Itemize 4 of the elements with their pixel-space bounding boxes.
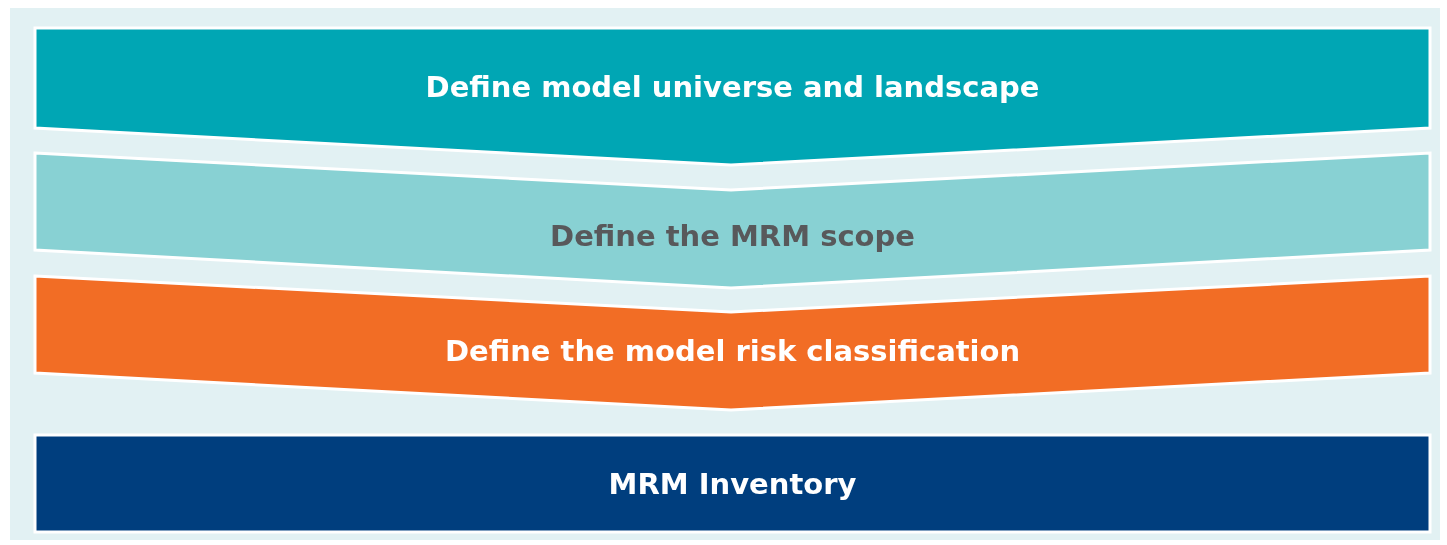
step-label: Define model universe and landscape (424, 70, 1041, 104)
step-label: Define the model risk classification (443, 334, 1022, 368)
step-label: MRM Inventory (607, 467, 858, 501)
step-label: Define the MRM scope (549, 219, 916, 253)
